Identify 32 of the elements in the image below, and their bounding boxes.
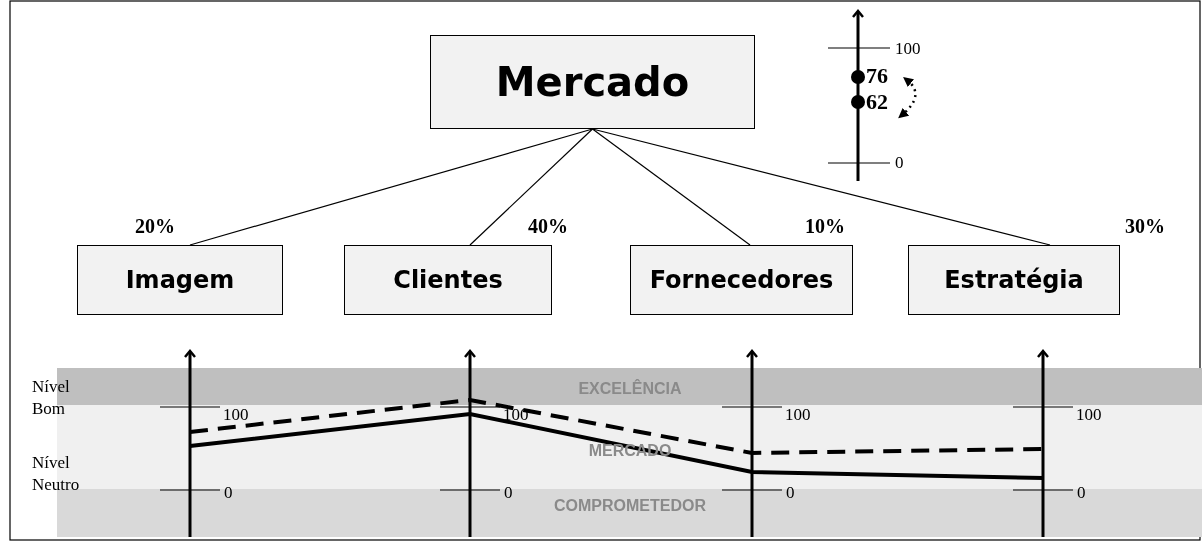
scale-value: 100 (785, 406, 811, 424)
node-text: Mercado (495, 59, 690, 105)
scale-value: 0 (224, 484, 233, 502)
scale-value: 100 (895, 40, 921, 58)
criterion-box (908, 245, 1120, 315)
scale-value: 0 (895, 154, 904, 172)
criterion-box (344, 245, 552, 315)
level-label: Nível Neutro (32, 452, 81, 496)
connector-line (591, 128, 1051, 246)
connector-line (591, 128, 751, 246)
scale-value: 100 (223, 406, 249, 424)
edge-label: 30% (1125, 215, 1165, 238)
scale-value: 76 (866, 64, 888, 88)
connector-line (469, 128, 594, 246)
scale-value: 0 (504, 484, 513, 502)
edge-label: 20% (135, 215, 175, 238)
criterion-box (77, 245, 283, 315)
level-label: Nível Bom (32, 376, 71, 420)
node-text: Clientes (393, 266, 503, 294)
node-text: Imagem (125, 266, 235, 294)
root-node-box (430, 35, 755, 129)
node-text: Estratégia (944, 266, 1084, 294)
edge-label: 40% (528, 215, 568, 238)
scale-value: 62 (866, 90, 888, 114)
node-text: Fornecedores (649, 266, 834, 294)
scale-value: 100 (1076, 406, 1102, 424)
scale-value: 0 (786, 484, 795, 502)
band-label: COMPROMETEDOR (554, 497, 706, 515)
scale-value: 0 (1077, 484, 1086, 502)
criterion-box (630, 245, 853, 315)
connector-line (189, 128, 594, 246)
edge-label: 10% (805, 215, 845, 238)
